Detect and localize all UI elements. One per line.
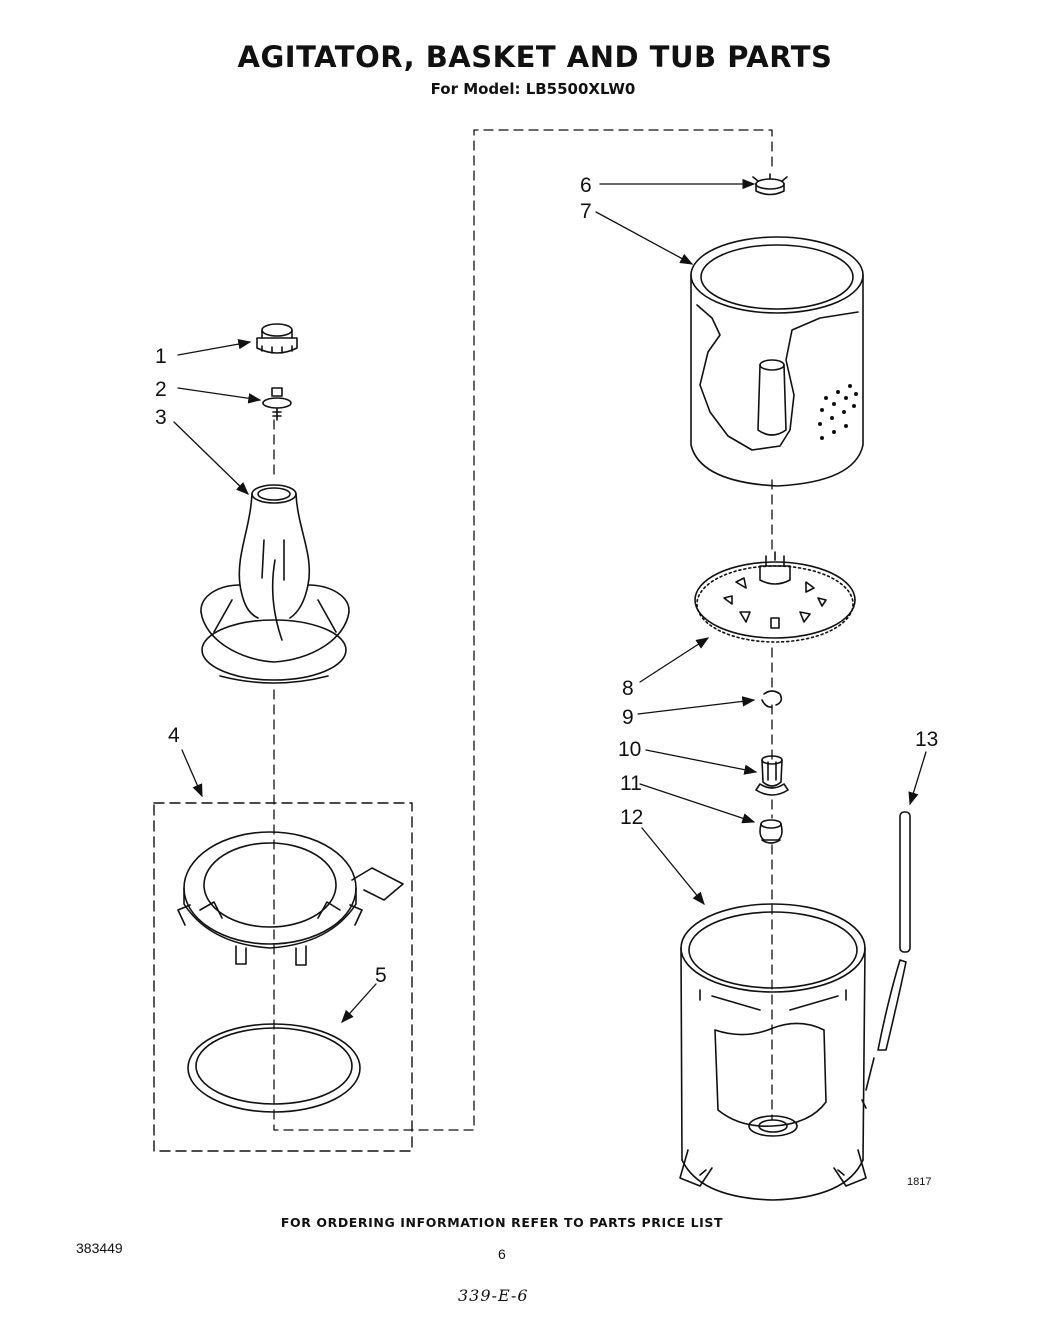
part-4-basket-drive-hub — [177, 831, 404, 966]
callout-5: 5 — [375, 964, 387, 987]
figure-id: 1817 — [907, 1176, 932, 1188]
document-number: 383449 — [76, 1240, 123, 1256]
part-1-agitator-cap — [256, 323, 298, 354]
part-11-hub-seal — [759, 819, 783, 844]
part-3-agitator — [200, 484, 350, 684]
assembly-centerline — [273, 129, 773, 1131]
part-9-snap-ring — [761, 690, 783, 708]
handwritten-note: 339-E-6 — [458, 1286, 529, 1305]
callout-6: 6 — [580, 174, 592, 197]
part-8-drive-plate — [694, 551, 856, 643]
part-2-agitator-bolt — [262, 387, 292, 421]
part-5-seal-ring — [187, 1023, 361, 1113]
callout-7: 7 — [580, 200, 592, 223]
callout-12: 12 — [620, 806, 643, 829]
kit-box-item-4 — [153, 802, 413, 1152]
callout-10: 10 — [618, 738, 641, 761]
part-7-basket — [690, 236, 864, 487]
model-subtitle: For Model: LB5500XLW0 — [430, 80, 636, 98]
callout-3: 3 — [155, 406, 167, 429]
callout-4: 4 — [168, 724, 180, 747]
part-10-drive-block — [755, 755, 789, 796]
callout-1: 1 — [155, 345, 167, 368]
part-12-outer-tub — [679, 903, 867, 1201]
callout-2: 2 — [155, 378, 167, 401]
part-13-drain-hose — [861, 811, 911, 1109]
leader-lines — [173, 178, 927, 1023]
page-title: AGITATOR, BASKET AND TUB PARTS — [237, 40, 833, 74]
ordering-note: FOR ORDERING INFORMATION REFER TO PARTS … — [280, 1215, 724, 1230]
callout-13: 13 — [915, 728, 938, 751]
callout-9: 9 — [622, 706, 634, 729]
callout-8: 8 — [622, 677, 634, 700]
callout-numbers: 1 2 3 4 5 6 7 8 9 10 11 12 13 — [155, 174, 938, 987]
part-6-spanner-nut — [752, 173, 788, 196]
page-number: 6 — [498, 1246, 506, 1262]
callout-11: 11 — [620, 772, 642, 795]
